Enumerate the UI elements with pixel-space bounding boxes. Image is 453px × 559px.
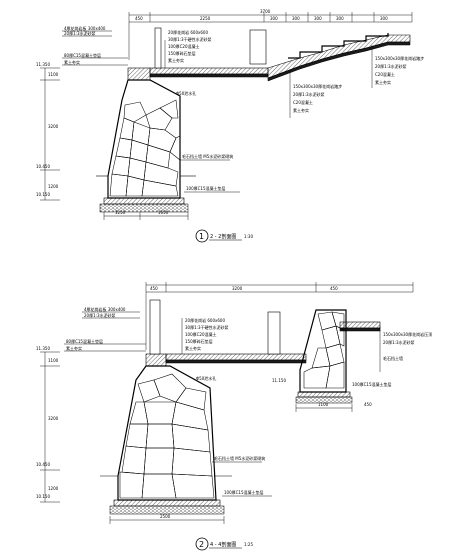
section-1-title: 1 2 - 2剖面图 1:30 bbox=[195, 229, 253, 243]
s1-bdim-b: 1650 bbox=[158, 210, 169, 215]
s2-elev-mid: 10.450 bbox=[36, 462, 50, 467]
s2-hole-note: Φ50泄水孔 bbox=[196, 375, 216, 381]
s2-note-right-1: 150x300x30厚花岗岩压顶 bbox=[383, 331, 432, 337]
s1-note-left-1: 4厚花岗岩板 300x400 bbox=[64, 25, 106, 31]
s1-base-note: 100厚C15混凝土垫层 bbox=[186, 185, 226, 191]
s2-dim-c: 450 bbox=[330, 286, 338, 291]
s1-note-mid-4: 150厚碎石垫层 bbox=[168, 50, 196, 56]
section-2: 450 3200 450 bbox=[36, 282, 432, 551]
s1-wall-note: 毛石挡土墙 M5水泥砂浆砌筑 bbox=[182, 153, 233, 159]
s2-title-text: 4 - 4剖面图 bbox=[210, 541, 236, 548]
s1-title-scale: 1:30 bbox=[244, 234, 253, 239]
s1-title-text: 2 - 2剖面图 bbox=[210, 233, 236, 240]
s1-note-mid-3: 100厚C20混凝土 bbox=[168, 43, 200, 49]
s1-bdim-a: 1250 bbox=[115, 210, 126, 215]
s2-note-left-1: 4厚花岗岩板 300x400 bbox=[84, 306, 126, 312]
s1-note-right-1: 150x300x30厚花岗岩踏步 bbox=[375, 55, 424, 61]
s1-elev-mid: 10.450 bbox=[36, 164, 50, 169]
s1-note-right-2: 20厚1:3水泥砂浆 bbox=[375, 63, 407, 69]
section-1-pavement bbox=[127, 27, 411, 82]
s2-note-right-4: 100厚C15混凝土垫层 bbox=[352, 381, 392, 387]
s2-bdim-b: 1100 bbox=[318, 402, 329, 407]
section-1: 450 2250 3700 300 300 300 300 300 bbox=[36, 9, 424, 243]
s1-dim-b: 2250 bbox=[200, 16, 211, 21]
s2-wall-note: 毛石挡土墙 M5水泥砂浆砌筑 bbox=[214, 455, 265, 461]
section-2-retaining-wall bbox=[100, 365, 232, 515]
s2-bdim-c: 450 bbox=[364, 402, 372, 407]
s2-h-a: 1100 bbox=[48, 358, 59, 363]
s2-note-mid-4: 150厚碎石垫层 bbox=[185, 338, 213, 344]
s1-note-right-3: C20混凝土 bbox=[375, 71, 395, 77]
section-2-title: 2 4 - 4剖面图 1:25 bbox=[195, 537, 253, 551]
s2-note-left-4: 素土夯实 bbox=[66, 345, 82, 351]
section-1-bottom-dims: 1250 1650 bbox=[103, 210, 189, 220]
s2-title-scale: 1:25 bbox=[244, 542, 253, 547]
s2-dim-b: 3200 bbox=[232, 286, 243, 291]
section-2-height-dims: 11.350 10.450 10.150 11.150 1100 3200 12… bbox=[36, 346, 286, 503]
s2-note-mid-3: 100厚C20混凝土 bbox=[185, 331, 217, 337]
s2-title-number: 2 bbox=[199, 540, 204, 549]
s1-dim-e: 300 bbox=[314, 16, 322, 21]
s2-h-b: 3200 bbox=[48, 416, 59, 421]
s2-note-mid-1: 20厚花岗岩 600x600 bbox=[185, 317, 225, 323]
s1-note-step-4: 素土夯实 bbox=[293, 107, 309, 113]
s1-dim-d: 300 bbox=[292, 16, 300, 21]
s1-note-step-2: 20厚1:3水泥砂浆 bbox=[293, 91, 325, 97]
section-1-top-dimensions: 450 2250 3700 300 300 300 300 300 bbox=[128, 9, 413, 60]
s2-base-note: 100厚C15混凝土垫层 bbox=[224, 489, 264, 495]
section-2-upper-wall bbox=[295, 309, 353, 404]
s2-note-left-3: 80厚C15混凝土垫层 bbox=[66, 338, 103, 344]
s2-elev-bot: 10.150 bbox=[36, 494, 50, 499]
s2-dim-a: 450 bbox=[150, 286, 158, 291]
s1-h-c: 1200 bbox=[48, 184, 59, 189]
section-1-height-dims: 11.350 10.450 10.150 1100 3200 1200 bbox=[36, 62, 60, 201]
s1-note-step-3: C20混凝土 bbox=[293, 99, 313, 105]
s1-h-b: 3200 bbox=[48, 124, 59, 129]
s1-note-left-3: 80厚C15混凝土垫层 bbox=[64, 52, 101, 58]
s2-bdim-a: 2500 bbox=[160, 514, 171, 519]
section-2-bottom-dims: 2500 1100 450 bbox=[109, 402, 372, 524]
section-2-pavement bbox=[145, 299, 381, 367]
s1-note-left-2: 20厚1:3水泥砂浆 bbox=[64, 30, 96, 36]
section-2-top-dimensions: 450 3200 450 bbox=[145, 282, 414, 350]
section-1-notes: 4厚花岗岩板 300x400 20厚1:3水泥砂浆 80厚C15混凝土垫层 素土… bbox=[62, 25, 424, 193]
s1-dim-c: 300 bbox=[270, 16, 278, 21]
s2-note-right-2: 20厚1:3水泥砂浆 bbox=[383, 339, 415, 345]
s1-note-step-1: 150x300x30厚花岗岩踏步 bbox=[293, 83, 342, 89]
s2-note-mid-2: 30厚1:3干硬性水泥砂浆 bbox=[185, 324, 229, 330]
s1-h-a: 1100 bbox=[48, 72, 59, 77]
s1-note-right-4: 素土夯实 bbox=[375, 79, 391, 85]
s1-dim-total: 3700 bbox=[260, 9, 271, 14]
s2-elev-right: 11.150 bbox=[272, 378, 286, 383]
s1-note-mid-1: 20厚花岗岩 600x600 bbox=[168, 29, 208, 35]
s2-note-left-2: 20厚1:3水泥砂浆 bbox=[84, 312, 116, 318]
section-1-retaining-wall bbox=[96, 79, 196, 213]
s1-dim-f: 300 bbox=[336, 16, 344, 21]
s1-note-mid-5: 素土夯实 bbox=[168, 57, 184, 63]
s2-h-c: 1200 bbox=[48, 486, 59, 491]
s1-note-mid-2: 30厚1:3干硬性水泥砂浆 bbox=[168, 36, 212, 42]
s1-elev-bot: 10.150 bbox=[36, 192, 50, 197]
s1-dim-a: 450 bbox=[135, 16, 143, 21]
s1-note-left-4: 素土夯实 bbox=[64, 59, 80, 65]
s1-dim-g: 300 bbox=[380, 16, 388, 21]
s2-elev-top: 11.350 bbox=[36, 346, 50, 351]
s2-note-mid-5: 素土夯实 bbox=[185, 345, 201, 351]
s1-title-number: 1 bbox=[199, 232, 204, 241]
s1-hole-note: Φ50泄水孔 bbox=[176, 90, 196, 96]
s1-elev-top: 11.350 bbox=[36, 62, 50, 67]
s2-note-right-3: 毛石挡土墙 bbox=[383, 355, 403, 361]
section-2-notes: 4厚花岗岩板 300x400 20厚1:3水泥砂浆 80厚C15混凝土垫层 素土… bbox=[64, 306, 432, 497]
